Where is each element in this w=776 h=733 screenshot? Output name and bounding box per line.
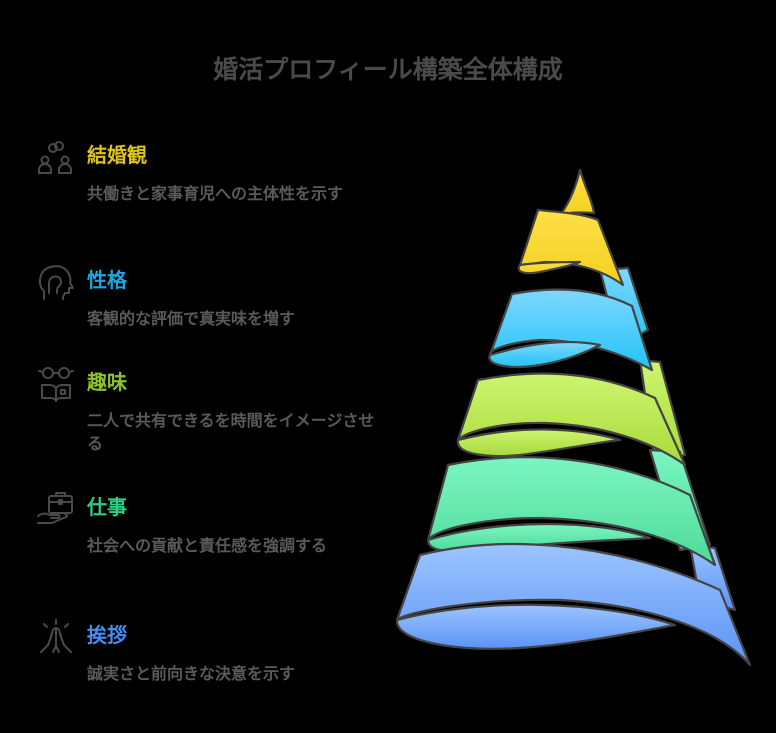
praying-hands-icon — [36, 618, 76, 658]
briefcase-hand-icon — [36, 490, 76, 530]
item-description: 客観的な評価で真実味を増す — [87, 309, 296, 328]
item-heading: 挨拶 — [87, 623, 127, 647]
item-heading: 性格 — [87, 268, 127, 292]
glasses-book-icon — [36, 365, 76, 405]
layer-hobby — [456, 372, 687, 467]
item-description: 誠実さと前向きな決意を示す — [87, 664, 296, 683]
item-heading: 趣味 — [87, 370, 127, 394]
item-description: 共働きと家事育児への主体性を示す — [87, 184, 344, 203]
item-description: 二人で共有できるを時間をイメージさせる — [87, 411, 375, 453]
item-heading: 結婚観 — [87, 143, 147, 167]
layer-marriage-view — [517, 168, 625, 287]
item-description: 社会への貢献と責任感を強調する — [87, 536, 328, 555]
layer-greeting — [395, 542, 752, 667]
head-profile-icon — [36, 263, 76, 303]
spiral-cone-diagram — [390, 160, 770, 680]
page-title: 婚活プロフィール構築全体構成 — [213, 55, 563, 84]
layer-personality — [488, 288, 654, 372]
item-heading: 仕事 — [87, 495, 127, 519]
couple-rings-icon — [36, 138, 76, 178]
